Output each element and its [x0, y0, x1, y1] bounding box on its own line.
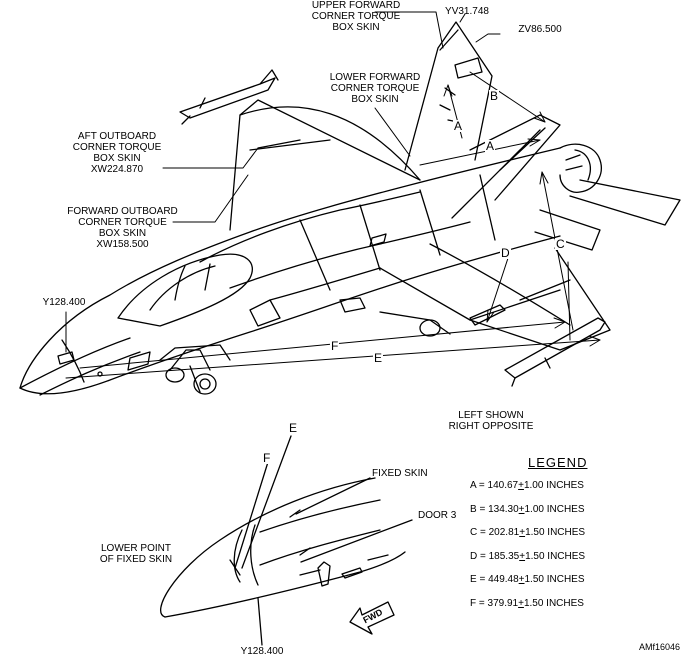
dimension-lines: [65, 71, 601, 379]
legend-title: LEGEND: [528, 455, 588, 470]
legend-item: D = 185.35+1.50 INCHES: [470, 550, 586, 562]
legend-item: A = 140.67+1.00 INCHES: [470, 480, 584, 491]
fwd-arrow: [349, 601, 395, 635]
upper-forward-callout: UPPER FORWARD CORNER TORQUE BOX SKIN: [311, 0, 401, 33]
left-shown-note: LEFT SHOWN RIGHT OPPOSITE: [448, 410, 534, 432]
forward-outboard-callout: FORWARD OUTBOARD CORNER TORQUE BOX SKIN …: [67, 206, 178, 250]
dimension-d: D: [500, 246, 511, 260]
legend-item: F = 379.91+1.50 INCHES: [470, 597, 584, 609]
dimension-a-horizontal: A: [485, 139, 496, 153]
fixed-skin-callout: FIXED SKIN: [372, 468, 428, 479]
zv-callout: ZV86.500: [518, 24, 562, 35]
legend-item: E = 449.48+1.50 INCHES: [470, 574, 585, 585]
lower-forward-callout: LOWER FORWARD CORNER TORQUE BOX SKIN: [329, 72, 421, 105]
dimension-e: E: [373, 351, 384, 365]
callout-leaders: [65, 11, 501, 353]
legend-item: C = 202.81+1.50 INCHES: [470, 527, 586, 538]
y-top-callout: Y128.400: [42, 297, 86, 308]
figure-id: AMf16046: [638, 642, 680, 652]
detail-dimension-f: F: [262, 451, 272, 465]
yv-callout: YV31.748: [445, 6, 489, 17]
aft-outboard-callout: AFT OUTBOARD CORNER TORQUE BOX SKIN XW22…: [72, 131, 162, 175]
y-bottom-callout: Y128.400: [240, 646, 284, 657]
dimension-f: F: [330, 339, 340, 353]
dimension-b: B: [489, 89, 500, 103]
nose-detail-view: [160, 435, 413, 646]
dimension-a-vertical: A: [453, 119, 464, 133]
aircraft-outline: [19, 21, 681, 396]
detail-dimension-e: E: [288, 421, 299, 435]
dimension-c: C: [555, 237, 566, 251]
lower-point-callout: LOWER POINT OF FIXED SKIN: [99, 543, 173, 565]
door3-callout: DOOR 3: [418, 510, 457, 521]
legend-item: B = 134.30+1.00 INCHES: [470, 503, 585, 515]
